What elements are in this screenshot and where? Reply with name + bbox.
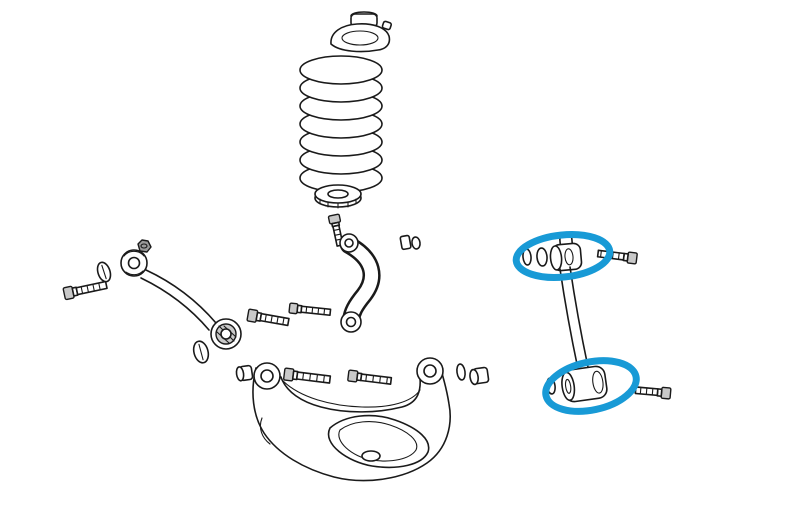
toe-link-group bbox=[522, 235, 672, 403]
lower-control-arm-group bbox=[235, 357, 490, 482]
mount-bolt-left bbox=[62, 280, 108, 301]
lower-spring-isolator bbox=[314, 184, 362, 209]
lower-control-arm bbox=[252, 357, 451, 482]
arm-rear-bushing bbox=[210, 318, 242, 350]
highlight-upper-bushing-circle bbox=[512, 231, 614, 281]
washer-right bbox=[456, 363, 466, 381]
bracket-hardware bbox=[399, 234, 421, 251]
toe-link-rod bbox=[559, 266, 589, 370]
spacer-cylinder-right bbox=[469, 366, 490, 386]
spring-assembly bbox=[299, 11, 393, 209]
upper-spring-mount bbox=[330, 11, 393, 53]
mount-bolt-lca-1 bbox=[283, 367, 332, 384]
curved-arm bbox=[339, 233, 381, 333]
arm-front-bushing bbox=[120, 249, 148, 277]
spacer-bushing-left bbox=[235, 364, 254, 382]
lateral-arm bbox=[140, 269, 217, 331]
lock-nut bbox=[137, 239, 152, 253]
coil-spring bbox=[299, 55, 383, 193]
curved-control-arm-group bbox=[288, 213, 421, 333]
cam-washer-rear bbox=[192, 340, 210, 364]
toe-link-bolt-lower bbox=[634, 386, 672, 400]
toe-link-lower-bushing bbox=[546, 365, 608, 403]
toe-link-upper-bushing bbox=[549, 235, 583, 272]
toe-link-washers-upper bbox=[522, 247, 548, 267]
mount-bolt-center bbox=[288, 302, 332, 317]
highlight-lower-bushing-circle bbox=[542, 357, 640, 415]
cam-washer-front bbox=[96, 261, 112, 283]
mount-bolt-lca-2 bbox=[347, 369, 393, 385]
upper-lateral-arm-group bbox=[62, 239, 290, 364]
mount-bolt-rear bbox=[246, 308, 290, 327]
